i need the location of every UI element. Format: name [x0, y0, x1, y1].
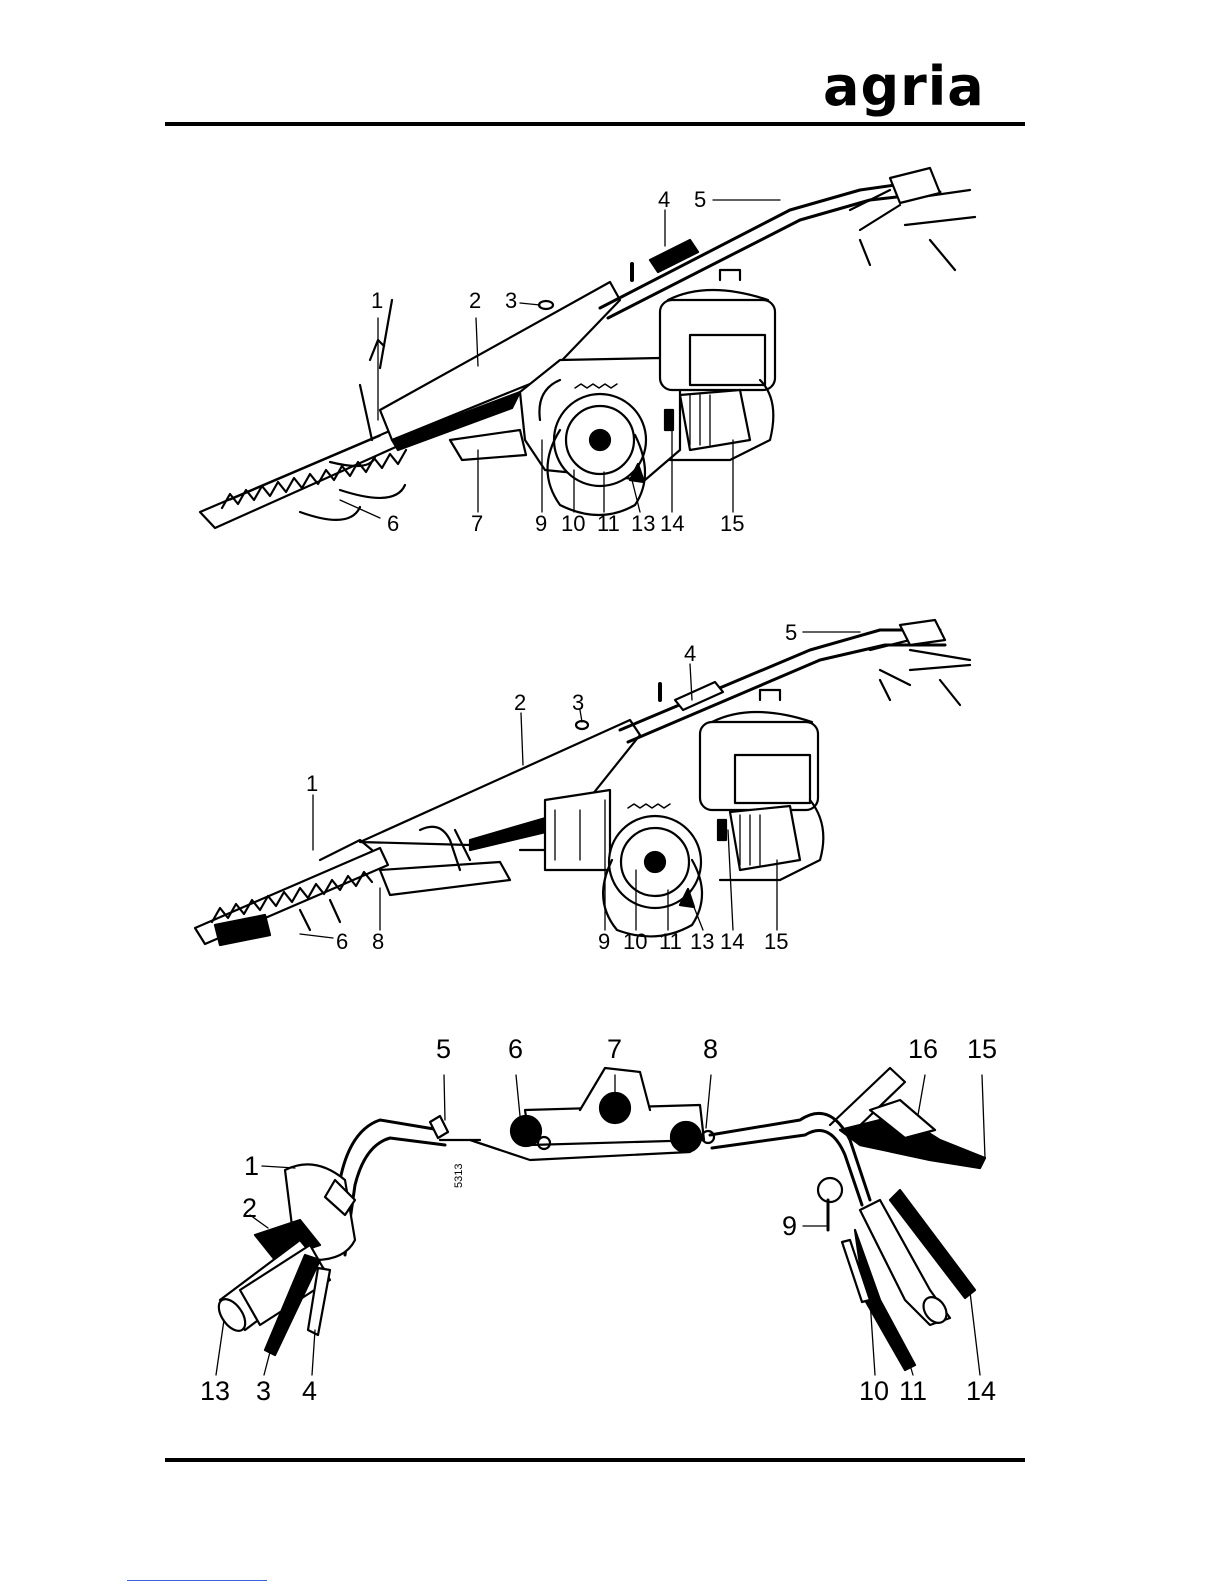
fig3-label-14: 14: [966, 1378, 996, 1405]
fig3-label-5: 5: [436, 1036, 451, 1063]
fig3-label-10: 10: [859, 1378, 889, 1405]
fig1-label-13: 13: [631, 513, 655, 535]
fig2-label-8: 8: [372, 931, 384, 953]
fig2-label-3: 3: [572, 692, 584, 714]
fig2-label-1: 1: [306, 773, 318, 795]
fig1-label-1: 1: [371, 290, 383, 312]
fig1-label-7: 7: [471, 513, 483, 535]
fig3-label-6: 6: [508, 1036, 523, 1063]
fig1-label-14: 14: [660, 513, 684, 535]
figure-code: 5313: [454, 1164, 465, 1188]
fig3-label-15: 15: [967, 1036, 997, 1063]
fig1-label-15: 15: [720, 513, 744, 535]
fig3-label-16: 16: [908, 1036, 938, 1063]
fig3-label-7: 7: [607, 1036, 622, 1063]
fig1-label-5: 5: [694, 189, 706, 211]
fig1-label-3: 3: [505, 290, 517, 312]
fig3-label-9: 9: [782, 1213, 797, 1240]
fig3-label-13: 13: [200, 1378, 230, 1405]
fig2-label-6: 6: [336, 931, 348, 953]
fig3-label-4: 4: [302, 1378, 317, 1405]
fig2-label-15: 15: [764, 931, 788, 953]
fig2-label-10: 10: [623, 931, 647, 953]
footer-link-underline: [127, 1580, 267, 1581]
fig2-label-5: 5: [785, 622, 797, 644]
fig1-label-9: 9: [535, 513, 547, 535]
fig3-label-1: 1: [244, 1153, 259, 1180]
fig1-label-10: 10: [561, 513, 585, 535]
fig2-label-4: 4: [684, 643, 696, 665]
fig3-label-3: 3: [256, 1378, 271, 1405]
fig2-label-11: 11: [659, 931, 682, 953]
fig3-label-2: 2: [242, 1195, 257, 1222]
fig1-label-6: 6: [387, 513, 399, 535]
fig2-label-13: 13: [690, 931, 714, 953]
fig2-label-2: 2: [514, 692, 526, 714]
fig2-label-14: 14: [720, 931, 744, 953]
fig3-label-8: 8: [703, 1036, 718, 1063]
fig3-label-11: 11: [899, 1378, 927, 1405]
fig1-label-2: 2: [469, 290, 481, 312]
fig1-label-11: 11: [597, 513, 620, 535]
fig1-label-4: 4: [658, 189, 670, 211]
fig2-label-9: 9: [598, 931, 610, 953]
